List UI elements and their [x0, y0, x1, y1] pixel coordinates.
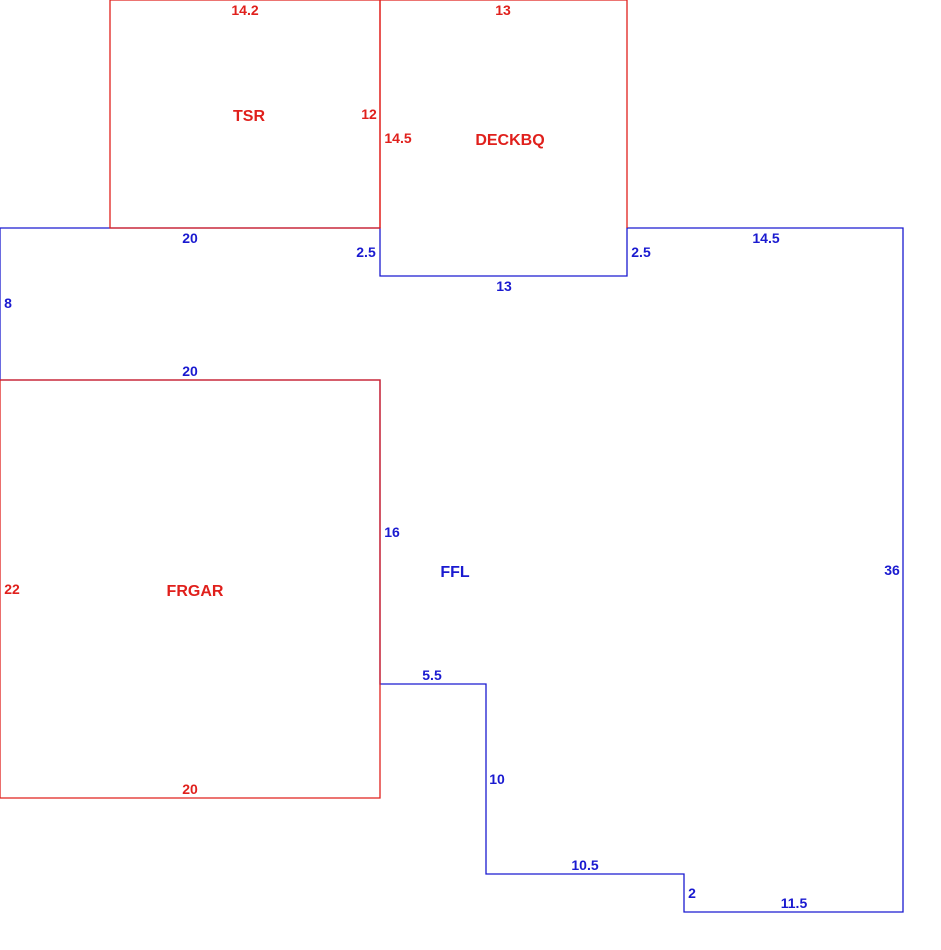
ffl-dim-top-left: 20: [182, 230, 198, 246]
deckbq-area-label: DECKBQ: [475, 132, 544, 149]
frgar-dim-left: 22: [4, 581, 20, 597]
ffl-dim-jog-2: 10: [489, 771, 505, 787]
ffl-dim-notch-bottom: 13: [496, 278, 512, 294]
deckbq-dim-left: 14.5: [384, 130, 411, 146]
deckbq-outline: [379, 0, 628, 228]
ffl-dim-garage-right: 16: [384, 524, 400, 540]
frgar-outline: [0, 379, 381, 799]
tsr-dim-top: 14.2: [231, 2, 258, 18]
ffl-dim-right: 36: [884, 562, 900, 578]
ffl-dim-left-upper: 8: [4, 295, 12, 311]
deckbq-dim-top: 13: [495, 2, 511, 18]
ffl-dim-jog-3: 10.5: [571, 857, 598, 873]
tsr-dim-right: 12: [361, 106, 377, 122]
frgar-area-label: FRGAR: [167, 583, 224, 600]
ffl-dim-jog-4: 2: [688, 885, 696, 901]
ffl-dim-top-right: 14.5: [752, 230, 779, 246]
tsr-area-label: TSR: [233, 108, 265, 125]
ffl-dim-garage-top: 20: [182, 363, 198, 379]
ffl-dim-jog-1: 5.5: [422, 667, 442, 683]
ffl-dim-step-right: 2.5: [631, 244, 651, 260]
ffl-area-label: FFL: [440, 564, 470, 581]
frgar-dim-bottom: 20: [182, 781, 198, 797]
ffl-dim-bottom-right: 11.5: [781, 895, 808, 911]
ffl-dim-step-left: 2.5: [356, 244, 376, 260]
